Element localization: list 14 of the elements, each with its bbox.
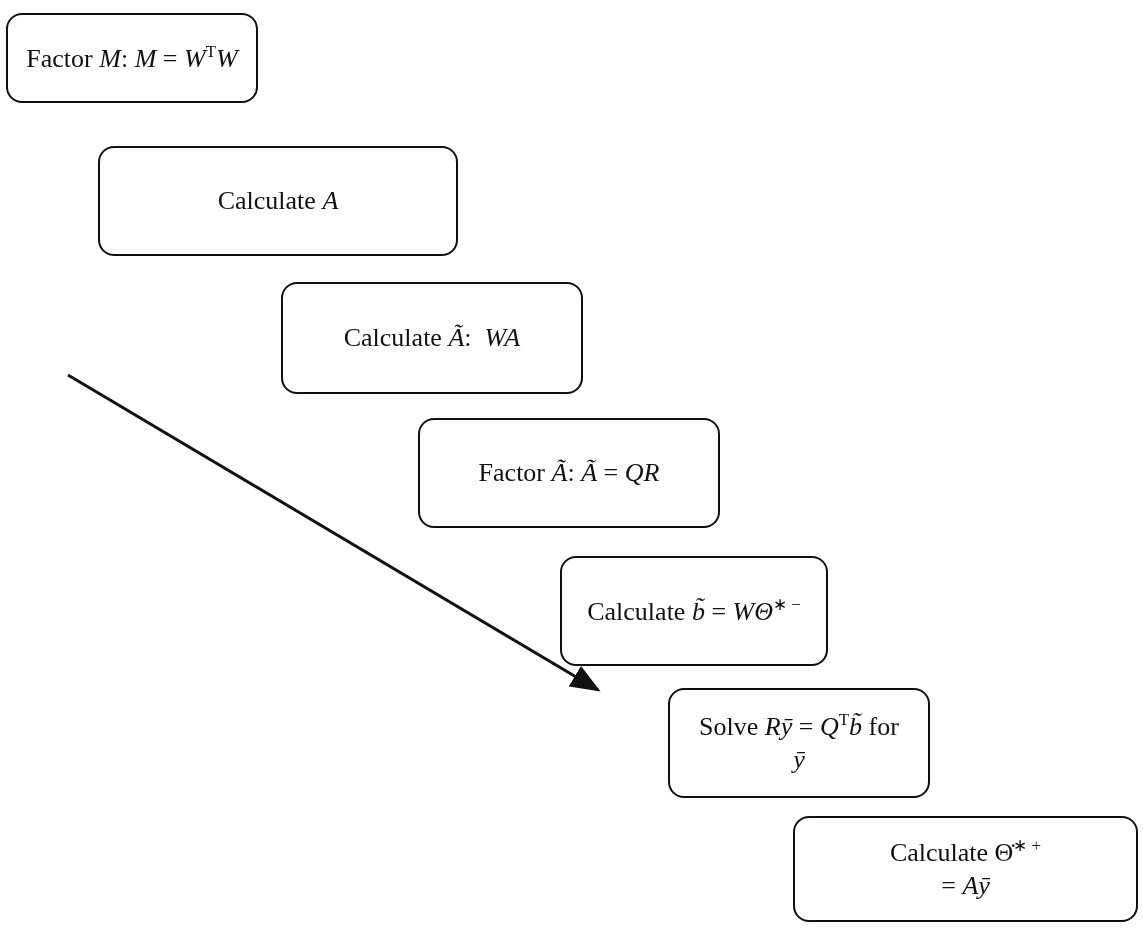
step-text: Factor Ã: Ã = QR — [478, 457, 660, 490]
step-text: Factor M: M = W$^{T}$W — [26, 40, 238, 75]
process-box — [560, 556, 828, 666]
process-box — [668, 688, 930, 798]
process-box — [6, 13, 258, 103]
process-box — [793, 816, 1138, 922]
process-box — [281, 282, 583, 394]
step-text: Calculate b̃ = WΘ̇$^{∗ −}$ — [587, 593, 801, 628]
process-box — [418, 418, 720, 528]
step-text: Calculate Ã: WA — [343, 322, 521, 355]
step-text: Solve Rȳ = Q$^{T}$b̃ for ȳ — [699, 708, 899, 777]
process-box — [98, 146, 458, 256]
step-text: Calculate Θ̇$^{∗ +}$ = Aȳ — [888, 834, 1043, 903]
step-text: Calculate A — [217, 185, 339, 218]
